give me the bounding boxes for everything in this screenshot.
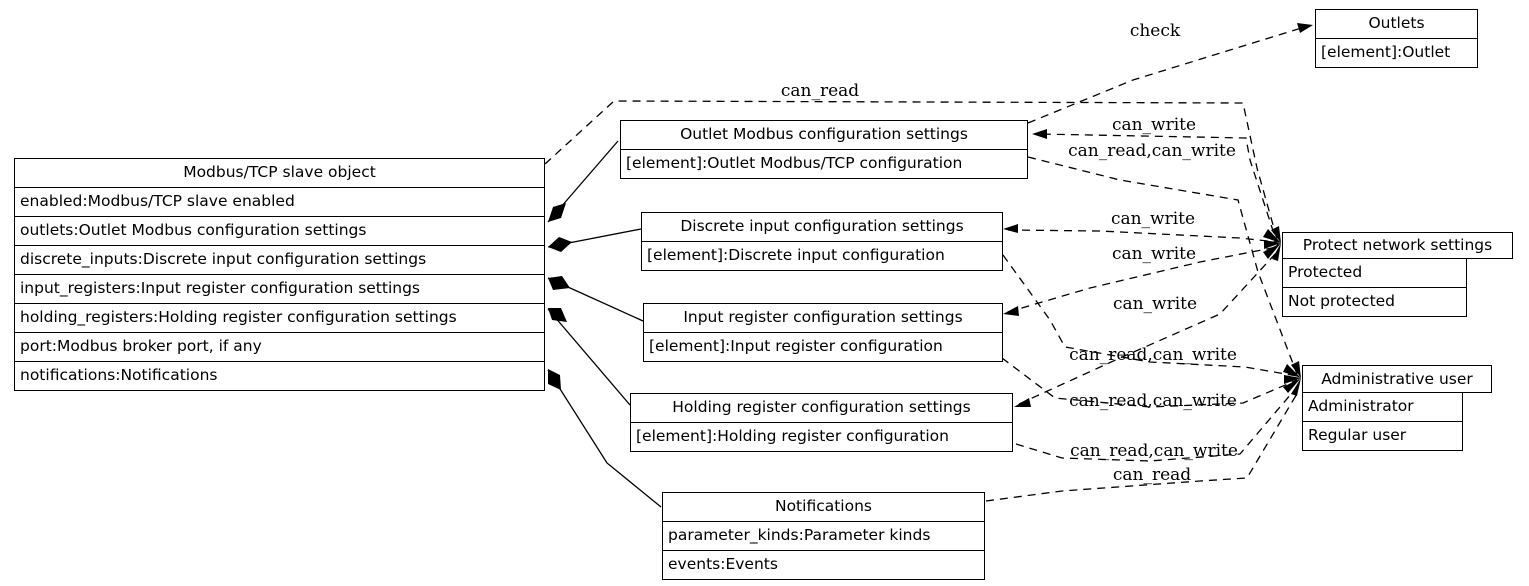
node-title: Input register configuration settings: [683, 308, 963, 326]
edge-can-write-input-reg: [1007, 246, 1278, 313]
edge-label-can-write-outlet: can_write: [1111, 115, 1197, 135]
field-element: [element]:Holding register configuration: [631, 422, 1012, 451]
arrowhead-outlets: [1297, 23, 1313, 33]
node-modbus-slave-object: Modbus/TCP slave object enabled:Modbus/T…: [14, 158, 545, 391]
edge-label-can-read-notifications: can_read: [1112, 465, 1192, 485]
diamond-input-registers: [548, 276, 570, 290]
edge-can-read-write-input-reg: [1001, 357, 1298, 408]
field-notifications: notifications:Notifications: [15, 361, 544, 390]
field-port: port:Modbus broker port, if any: [15, 332, 544, 361]
field-holding-registers: holding_registers:Holding register confi…: [15, 303, 544, 332]
field-enabled: enabled:Modbus/TCP slave enabled: [15, 187, 544, 216]
field-discrete-inputs: discrete_inputs:Discrete input configura…: [15, 245, 544, 274]
field-element: [element]:Discrete input configuration: [642, 241, 1002, 270]
field-outlets: outlets:Outlet Modbus configuration sett…: [15, 216, 544, 245]
node-outlets: Outlets [element]:Outlet: [1315, 9, 1478, 68]
edge-can-read-modbus: [544, 100, 1278, 240]
arrowhead-input-reg-cfg: [1003, 306, 1019, 316]
diamond-outlets: [548, 203, 566, 222]
arrowhead-holding-reg-cfg: [1014, 398, 1031, 407]
node-title: Protect network settings: [1302, 236, 1493, 254]
edge-label-can-read-write-discrete: can_read,can_write: [1069, 345, 1237, 365]
node-title: Administrative user: [1321, 370, 1473, 388]
edge-label-can-read-write-holding-reg: can_read,can_write: [1070, 441, 1238, 461]
edge-can-write-discrete: [1007, 229, 1278, 243]
value-not-protected: Not protected: [1283, 287, 1466, 316]
edge-can-write-outlet: [1037, 133, 1279, 247]
edge-can-read-notifications: [985, 391, 1299, 502]
edge-label-can-read-write-outlet: can_read,can_write: [1068, 141, 1236, 161]
node-protect-values: Protected Not protected: [1282, 258, 1467, 317]
starburst-admin: [1283, 361, 1301, 396]
node-title: Outlets: [1368, 14, 1425, 32]
diamond-discrete-inputs: [548, 237, 572, 252]
node-outlet-modbus-cfg: Outlet Modbus configuration settings [el…: [620, 120, 1028, 179]
edge-can-read-write-outlet: [1027, 156, 1298, 375]
edge-label-can-read-modbus: can_read: [780, 81, 860, 101]
node-title: Notifications: [774, 497, 872, 515]
node-title: Outlet Modbus configuration settings: [680, 125, 968, 143]
node-protect-header: Protect network settings: [1282, 232, 1513, 259]
field-element: [element]:Outlet: [1316, 38, 1477, 67]
arrowhead-outlet-cfg: [1032, 129, 1047, 139]
edge-can-read-write-holding-reg: [1015, 386, 1298, 462]
edge-label-can-write-holding-reg: can_write: [1112, 294, 1198, 314]
edge-check: [1027, 25, 1309, 124]
edge-label-can-write-discrete: can_write: [1110, 209, 1196, 229]
field-parameter-kinds: parameter_kinds:Parameter kinds: [663, 521, 984, 550]
field-events: events:Events: [663, 550, 984, 579]
edge-label-check: check: [1129, 21, 1181, 41]
field-input-registers: input_registers:Input register configura…: [15, 274, 544, 303]
node-admin-header: Administrative user: [1302, 365, 1492, 393]
value-administrator: Administrator: [1308, 397, 1414, 415]
node-input-register-cfg: Input register configuration settings [e…: [643, 303, 1003, 362]
arrowhead-discrete-cfg: [1003, 224, 1018, 233]
node-title: Discrete input configuration settings: [680, 217, 964, 235]
node-notifications: Notifications parameter_kinds:Parameter …: [662, 492, 985, 580]
edge-label-can-read-write-input-reg: can_read,can_write: [1069, 391, 1237, 411]
node-admin-values: Administrator Regular user: [1302, 392, 1463, 451]
node-title: Modbus/TCP slave object: [183, 163, 376, 181]
edge-aggregation-holding-registers: [547, 308, 631, 406]
edge-aggregation-notifications: [547, 369, 662, 508]
value-regular-user: Regular user: [1303, 421, 1462, 450]
field-element: [element]:Outlet Modbus/TCP configuratio…: [621, 149, 1027, 178]
field-element: [element]:Input register configuration: [644, 332, 1002, 361]
node-discrete-input-cfg: Discrete input configuration settings [e…: [641, 212, 1003, 271]
diamond-holding-registers: [548, 308, 567, 322]
node-holding-register-cfg: Holding register configuration settings …: [630, 393, 1013, 452]
edge-can-read-write-discrete: [1002, 254, 1298, 377]
starburst-protect: [1263, 226, 1281, 261]
node-title: Holding register configuration settings: [672, 398, 971, 416]
value-protected: Protected: [1288, 263, 1363, 281]
edge-label-can-write-input-reg: can_write: [1111, 244, 1197, 264]
diamond-notifications: [548, 369, 561, 390]
